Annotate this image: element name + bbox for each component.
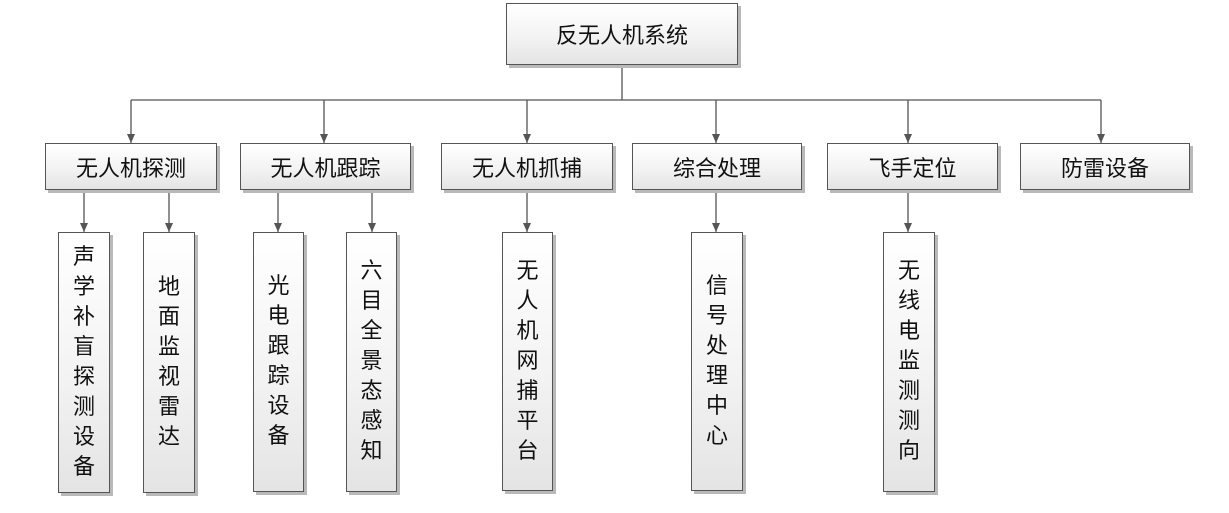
leaf-node-3-0-char: 号	[705, 303, 728, 329]
leaf-node-0-0-char: 探	[72, 364, 95, 390]
leaf-node-0-0-char: 备	[72, 454, 95, 480]
leaf-node-1-1-char: 景	[360, 349, 383, 374]
leaf-node-1-0-char: 光	[267, 274, 290, 299]
leaf-node-4-0-char: 向	[897, 439, 920, 464]
leaf-node-3-0: 信号处理中心	[691, 232, 743, 491]
leaf-node-0-0-char: 盲	[72, 334, 95, 360]
leaf-node-0-1-char: 达	[157, 424, 180, 450]
root-node: 反无人机系统	[506, 3, 738, 65]
leaf-node-4-0: 无线电监测测向	[883, 232, 935, 492]
branch-node-1: 无人机跟踪	[240, 143, 411, 190]
branch-node-3: 综合处理	[632, 143, 802, 190]
leaf-node-0-0-char: 声	[72, 244, 95, 270]
leaf-node-0-1-char: 监	[157, 334, 180, 360]
leaf-node-3-0-char: 心	[705, 423, 728, 449]
leaf-node-0-0-char: 学	[72, 274, 95, 300]
leaf-node-1-0-char: 踪	[267, 364, 290, 389]
leaf-node-4-0-char: 测	[897, 379, 920, 404]
leaf-node-1-1-char: 六	[360, 259, 383, 284]
branch-node-2: 无人机抓捕	[441, 143, 613, 190]
leaf-node-1-0: 光电跟踪设备	[253, 232, 304, 492]
leaf-node-2-0: 无人机网捕平台	[502, 232, 553, 491]
leaf-node-1-0-char: 设	[267, 394, 290, 419]
leaf-node-2-0-char: 平	[516, 408, 539, 434]
leaf-node-3-0-char: 信	[705, 273, 728, 299]
leaf-node-0-1-char: 面	[157, 304, 180, 330]
leaf-node-2-0-char: 机	[516, 318, 539, 344]
leaf-node-2-0-char: 无	[516, 258, 539, 284]
leaf-node-1-1-char: 感	[360, 409, 383, 434]
leaf-node-3-0-char: 理	[705, 363, 728, 389]
leaf-node-0-0: 声学补盲探测设备	[58, 232, 110, 493]
leaf-node-1-0-char: 电	[267, 304, 290, 329]
leaf-node-0-0-char: 测	[72, 394, 95, 420]
leaf-node-1-0-char: 跟	[267, 334, 290, 359]
leaf-node-1-1-char: 全	[360, 319, 383, 344]
leaf-node-1-1-char: 知	[360, 439, 383, 464]
leaf-node-0-1-char: 地	[157, 274, 180, 300]
leaf-node-3-0-char: 中	[705, 393, 728, 419]
leaf-node-1-1-char: 态	[360, 379, 383, 404]
leaf-node-4-0-char: 线	[897, 289, 920, 314]
branch-node-0: 无人机探测	[45, 143, 217, 190]
leaf-node-1-1-char: 目	[360, 289, 383, 314]
leaf-node-3-0-char: 处	[705, 333, 728, 359]
leaf-node-1-0-char: 备	[267, 424, 290, 449]
leaf-node-4-0-char: 电	[897, 319, 920, 344]
leaf-node-1-1: 六目全景态感知	[346, 232, 397, 492]
branch-node-4: 飞手定位	[827, 143, 998, 190]
leaf-node-2-0-char: 台	[516, 438, 539, 464]
branch-node-5: 防雷设备	[1020, 143, 1190, 190]
leaf-node-0-1-char: 视	[157, 364, 180, 390]
leaf-node-0-0-char: 设	[72, 424, 95, 450]
leaf-node-4-0-char: 测	[897, 409, 920, 434]
leaf-node-2-0-char: 网	[516, 348, 539, 374]
leaf-node-2-0-char: 人	[516, 288, 539, 314]
leaf-node-4-0-char: 监	[897, 349, 920, 374]
leaf-node-0-1-char: 雷	[157, 394, 180, 420]
leaf-node-2-0-char: 捕	[516, 378, 539, 404]
leaf-node-0-0-char: 补	[72, 304, 95, 330]
leaf-node-0-1: 地面监视雷达	[143, 232, 195, 493]
leaf-node-4-0-char: 无	[897, 259, 920, 284]
